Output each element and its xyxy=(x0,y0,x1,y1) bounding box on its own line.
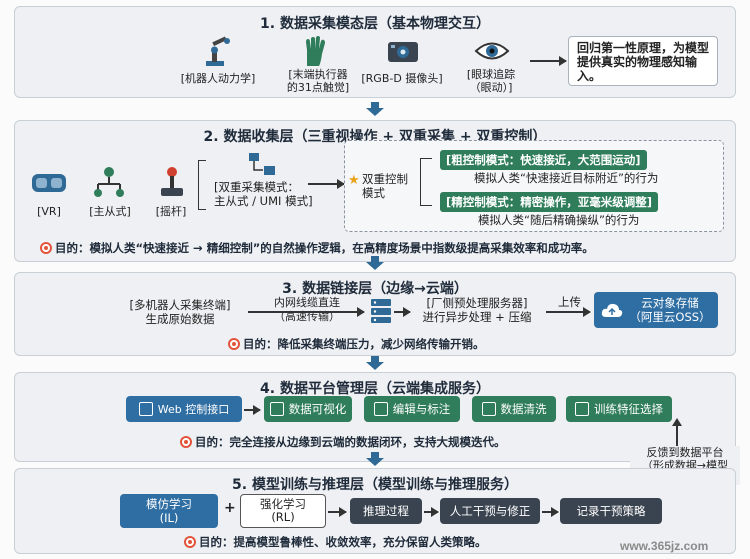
devices-bracket xyxy=(198,160,206,210)
layer3-arrow-upload xyxy=(546,308,591,316)
layer2-device-1-label: [主从式] xyxy=(89,205,131,218)
arrow-3-to-4 xyxy=(366,356,384,370)
layer2-arrow-to-control xyxy=(308,180,345,188)
inference-box: 推理过程 xyxy=(350,498,422,524)
web-code-icon xyxy=(138,402,153,416)
feature-selection-button[interactable]: 训练特征选择 xyxy=(566,396,672,422)
cloud-storage-label: 云对象存储 （阿里云OSS） xyxy=(629,296,711,324)
layer2-device-2-label: [摇杆] xyxy=(155,205,187,218)
data-visualization-button[interactable]: 数据可视化 xyxy=(264,396,352,422)
edit-icon xyxy=(373,402,388,416)
coarse-control-tag: [粗控制模式：快速接近，大范围运动] xyxy=(440,150,647,170)
master-slave-icon xyxy=(94,167,124,197)
layer3-upload: 上传 xyxy=(558,295,581,309)
layer1-item-0-label: [机器人动力学] xyxy=(180,72,256,85)
layer4-arrow-0 xyxy=(244,406,261,414)
camera-icon xyxy=(388,42,418,62)
layer1-summary-text: 回归第一性原理，为模型提供真实的物理感知输入。 xyxy=(577,41,710,83)
search-doc-icon xyxy=(481,402,496,416)
target-icon xyxy=(228,338,240,350)
layer2-dual-collect: [双重采集模式： 主从式 / UMI 模式] xyxy=(214,180,313,208)
web-control-button[interactable]: Web 控制接口 xyxy=(126,396,242,422)
layer1-item-1-label: [末端执行器 的31点触觉] xyxy=(286,68,350,94)
layer3-link: 内网线缆直连 （高速传输） xyxy=(274,296,340,323)
reinforcement-learning-box: 强化学习 (RL) xyxy=(240,494,326,528)
feature-selection-label: 训练特征选择 xyxy=(594,402,663,416)
layer2-device-0-label: [VR] xyxy=(37,205,61,218)
robot-arm-icon xyxy=(206,36,230,66)
data-cleaning-button[interactable]: 数据清洗 xyxy=(472,396,556,422)
dual-control-star-icon: ★ xyxy=(348,173,360,188)
layer3-server: [厂侧预处理服务器] 进行异步处理 + 压缩 xyxy=(422,296,532,324)
layer-3-title: 3. 数据链接层（边缘→云端） xyxy=(282,281,468,297)
layer2-dual-control: 双重控制 模式 xyxy=(362,172,408,200)
fine-control-tag: [精控制模式：精密操作，亚毫米级调整] xyxy=(440,192,659,212)
layer1-item-2-label: [RGB-D 摄像头] xyxy=(361,72,443,85)
fine-control-desc: 模拟人类“随后精确操纵”的行为 xyxy=(478,213,640,227)
target-icon xyxy=(184,536,196,548)
server-icon xyxy=(371,299,391,323)
control-bracket xyxy=(420,158,432,206)
arrow-1-to-2 xyxy=(366,102,384,116)
layer5-plus: + xyxy=(224,500,236,516)
glove-hand-icon xyxy=(306,36,325,66)
bar-chart-icon xyxy=(269,402,284,416)
layer4-goal-text: 目的：完全连接从边缘到云端的数据闭环，支持大规模迭代。 xyxy=(195,435,506,449)
joystick-icon xyxy=(161,167,183,196)
layer-5-title: 5. 模型训练与推理层（模型训练与推理服务） xyxy=(232,477,518,493)
feedback-arrowhead xyxy=(672,418,682,426)
layer3-arrow-link xyxy=(248,308,365,316)
edit-annotate-label: 编辑与标注 xyxy=(392,402,451,416)
layer4-goal: 目的：完全连接从边缘到云端的数据闭环，支持大规模迭代。 xyxy=(180,434,506,450)
cloud-storage-box: 云对象存储 （阿里云OSS） xyxy=(594,292,718,328)
coarse-control-desc: 模拟人类“快速接近目标附近”的行为 xyxy=(474,171,659,185)
layer2-goal-text: 目的：模拟人类“快速接近 → 精细控制”的自然操作逻辑，在高精度场景中指数级提高… xyxy=(55,241,594,255)
layer1-item-3-label: [眼球追踪 （眼动）] xyxy=(466,68,516,94)
layer-1-title: 1. 数据采集模态层（基本物理交互） xyxy=(260,16,490,32)
layer3-terminal: [多机器人采集终端] 生成原始数据 xyxy=(129,298,231,326)
layer1-arrow xyxy=(530,57,567,65)
edit-annotate-button[interactable]: 编辑与标注 xyxy=(364,396,460,422)
layer-4-title: 4. 数据平台管理层（云端集成服务） xyxy=(260,381,490,397)
layer3-goal: 目的：降低采集终端压力，减少网络传输开销。 xyxy=(228,336,485,352)
watermark: www.365jz.com xyxy=(620,539,709,553)
layer5-goal: 目的：提高模型鲁棒性、收敛效率，充分保留人类策略。 xyxy=(184,534,487,550)
layer3-arrow-server xyxy=(394,308,411,316)
collect-flow-icon xyxy=(249,153,275,175)
check-cycle-icon xyxy=(575,402,589,416)
data-cleaning-label: 数据清洗 xyxy=(500,402,547,416)
layer2-goal: 目的：模拟人类“快速接近 → 精细控制”的自然操作逻辑，在高精度场景中指数级提高… xyxy=(40,240,594,256)
target-icon xyxy=(180,436,192,448)
layer5-arrow-0 xyxy=(328,508,347,516)
imitation-learning-box: 模仿学习 (IL) xyxy=(120,494,218,528)
record-strategy-box: 记录干预策略 xyxy=(560,498,662,524)
human-intervention-box: 人工干预与修正 xyxy=(440,498,540,524)
cloud-icon xyxy=(602,303,623,317)
web-control-label: Web 控制接口 xyxy=(157,403,230,416)
layer1-summary-box: 回归第一性原理，为模型提供真实的物理感知输入。 xyxy=(568,36,718,86)
arrow-4-to-5 xyxy=(366,452,384,466)
layer5-arrow-1 xyxy=(424,508,439,516)
data-visualization-label: 数据可视化 xyxy=(288,402,347,416)
eye-icon xyxy=(474,42,510,60)
target-icon xyxy=(40,242,52,254)
layer5-goal-text: 目的：提高模型鲁棒性、收敛效率，充分保留人类策略。 xyxy=(199,535,487,549)
layer5-arrow-2 xyxy=(542,508,559,516)
arrow-2-to-3 xyxy=(366,256,384,270)
layer3-goal-text: 目的：降低采集终端压力，减少网络传输开销。 xyxy=(243,337,485,351)
vr-headset-icon xyxy=(32,174,66,192)
